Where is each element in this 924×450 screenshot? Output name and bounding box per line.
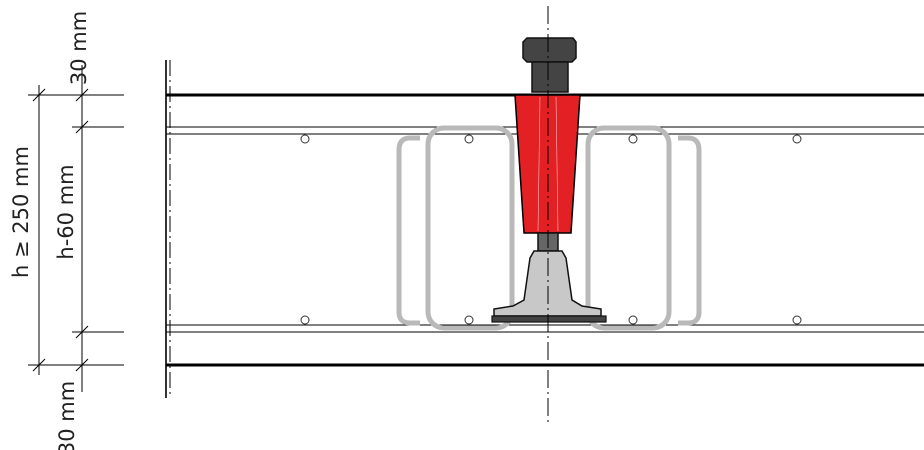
rebar-dot bbox=[792, 134, 802, 144]
sleeve-inner-line-right bbox=[555, 96, 559, 232]
label-inner-height: h-60 mm bbox=[54, 164, 78, 259]
rebar-dot bbox=[300, 134, 310, 144]
label-total-height: h ≥ 250 mm bbox=[9, 146, 33, 278]
label-bottom-cover: 30 mm bbox=[55, 381, 79, 450]
label-top-cover: 30 mm bbox=[67, 11, 91, 85]
tick bbox=[75, 325, 89, 339]
anchor-insert bbox=[491, 6, 607, 425]
bolt-shank bbox=[531, 61, 569, 93]
stirrup-right-outer bbox=[678, 135, 702, 326]
rebar-dot bbox=[464, 134, 474, 144]
tick bbox=[32, 88, 46, 102]
anchor-base-plate bbox=[491, 315, 607, 323]
rebar-dot bbox=[628, 315, 638, 325]
rebar-dot bbox=[464, 315, 474, 325]
tick bbox=[75, 88, 89, 102]
bolt-head bbox=[522, 37, 577, 63]
tick bbox=[75, 358, 89, 372]
stirrup-right bbox=[585, 125, 672, 331]
stirrup-left-outer bbox=[396, 135, 420, 326]
sleeve-inner-line-left bbox=[537, 96, 541, 232]
stirrups bbox=[396, 125, 702, 331]
tick bbox=[75, 120, 89, 134]
stirrup-left bbox=[425, 125, 515, 331]
dimension-lines bbox=[28, 65, 124, 392]
rebar-dot bbox=[628, 134, 638, 144]
rebar-dot bbox=[792, 315, 802, 325]
tick bbox=[32, 358, 46, 372]
rebar-dot bbox=[300, 315, 310, 325]
